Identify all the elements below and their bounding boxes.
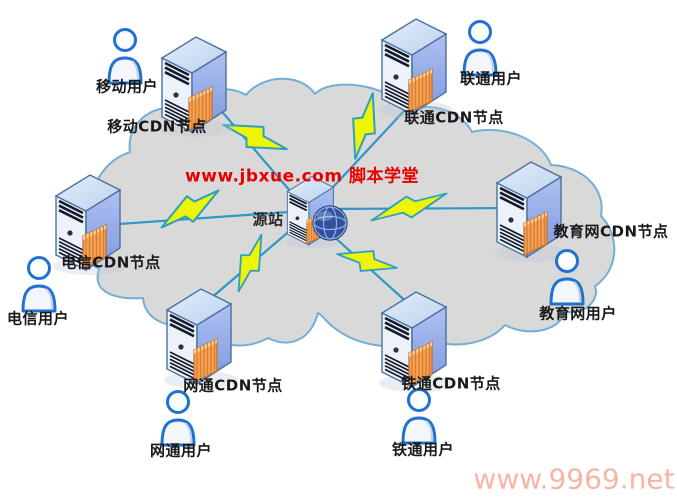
label-unicom-cdn-node: 联通CDN节点 bbox=[404, 108, 504, 127]
connection-line-telecom bbox=[104, 209, 304, 227]
label-education-cdn-node: 教育网CDN节点 bbox=[553, 222, 669, 241]
label-mobile-cdn-node: 移动CDN节点 bbox=[107, 117, 207, 136]
label-tietong-cdn-node: 铁通CDN节点 bbox=[401, 374, 501, 393]
user-icon-telecom bbox=[21, 256, 57, 313]
watermark-jbxue: www.jbxue.com 脚本学堂 bbox=[185, 166, 419, 187]
label-mobile-user: 移动用户 bbox=[95, 77, 159, 96]
label-education-user: 教育网用户 bbox=[539, 304, 617, 323]
label-telecom-user: 电信用户 bbox=[6, 309, 70, 328]
user-icon-netcom bbox=[160, 390, 196, 447]
label-origin-site: 源站 bbox=[252, 210, 284, 229]
globe-icon bbox=[312, 205, 348, 241]
watermark-9969: www.9969.net bbox=[473, 462, 675, 496]
label-tietong-user: 铁通用户 bbox=[391, 440, 455, 459]
user-icon-tietong bbox=[401, 388, 437, 445]
label-unicom-user: 联通用户 bbox=[459, 69, 523, 88]
label-telecom-cdn-node: 电信CDN节点 bbox=[61, 253, 161, 272]
label-netcom-cdn-node: 网通CDN节点 bbox=[183, 376, 283, 395]
label-netcom-user: 网通用户 bbox=[149, 441, 213, 460]
server-icon-unicom-cdn bbox=[377, 17, 455, 121]
